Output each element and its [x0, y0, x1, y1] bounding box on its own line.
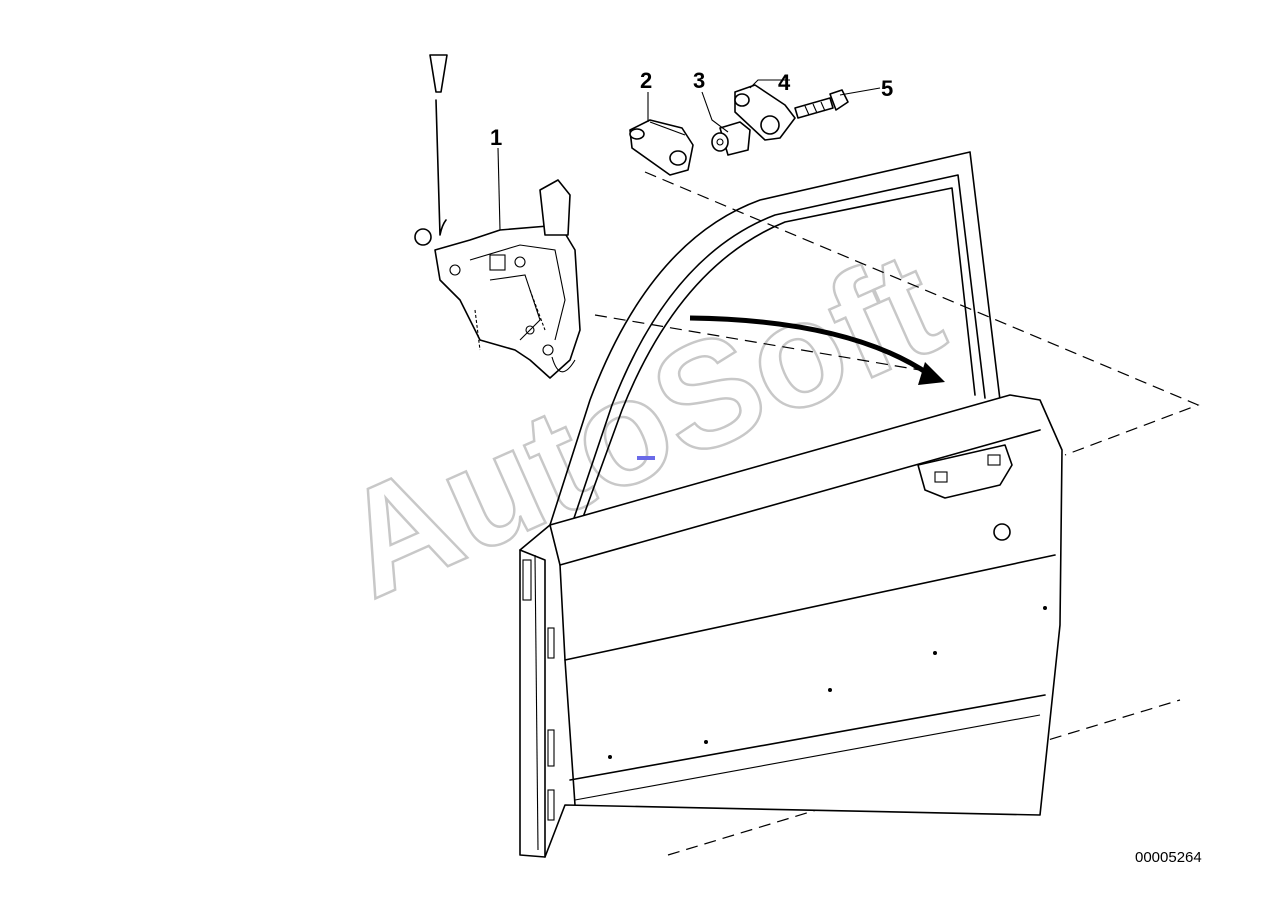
door-window-frame [549, 151, 1001, 531]
callout-2: 2 [640, 68, 652, 93]
callout-3: 3 [693, 68, 705, 93]
document-number: 00005264 [1135, 849, 1202, 866]
callout-leaders [497, 79, 881, 231]
callout-4: 4 [778, 70, 791, 95]
part-2-bracket [629, 119, 694, 176]
part-4-link-plate [734, 84, 796, 141]
callout-1: 1 [490, 125, 502, 150]
callout-5: 5 [881, 76, 893, 101]
part-1-door-lock [414, 54, 581, 379]
part-5-bolt [794, 89, 849, 119]
part-3-bushing [711, 121, 751, 156]
door-panel [519, 394, 1063, 858]
accent-mark [637, 456, 655, 460]
direction-arrow [689, 315, 945, 385]
